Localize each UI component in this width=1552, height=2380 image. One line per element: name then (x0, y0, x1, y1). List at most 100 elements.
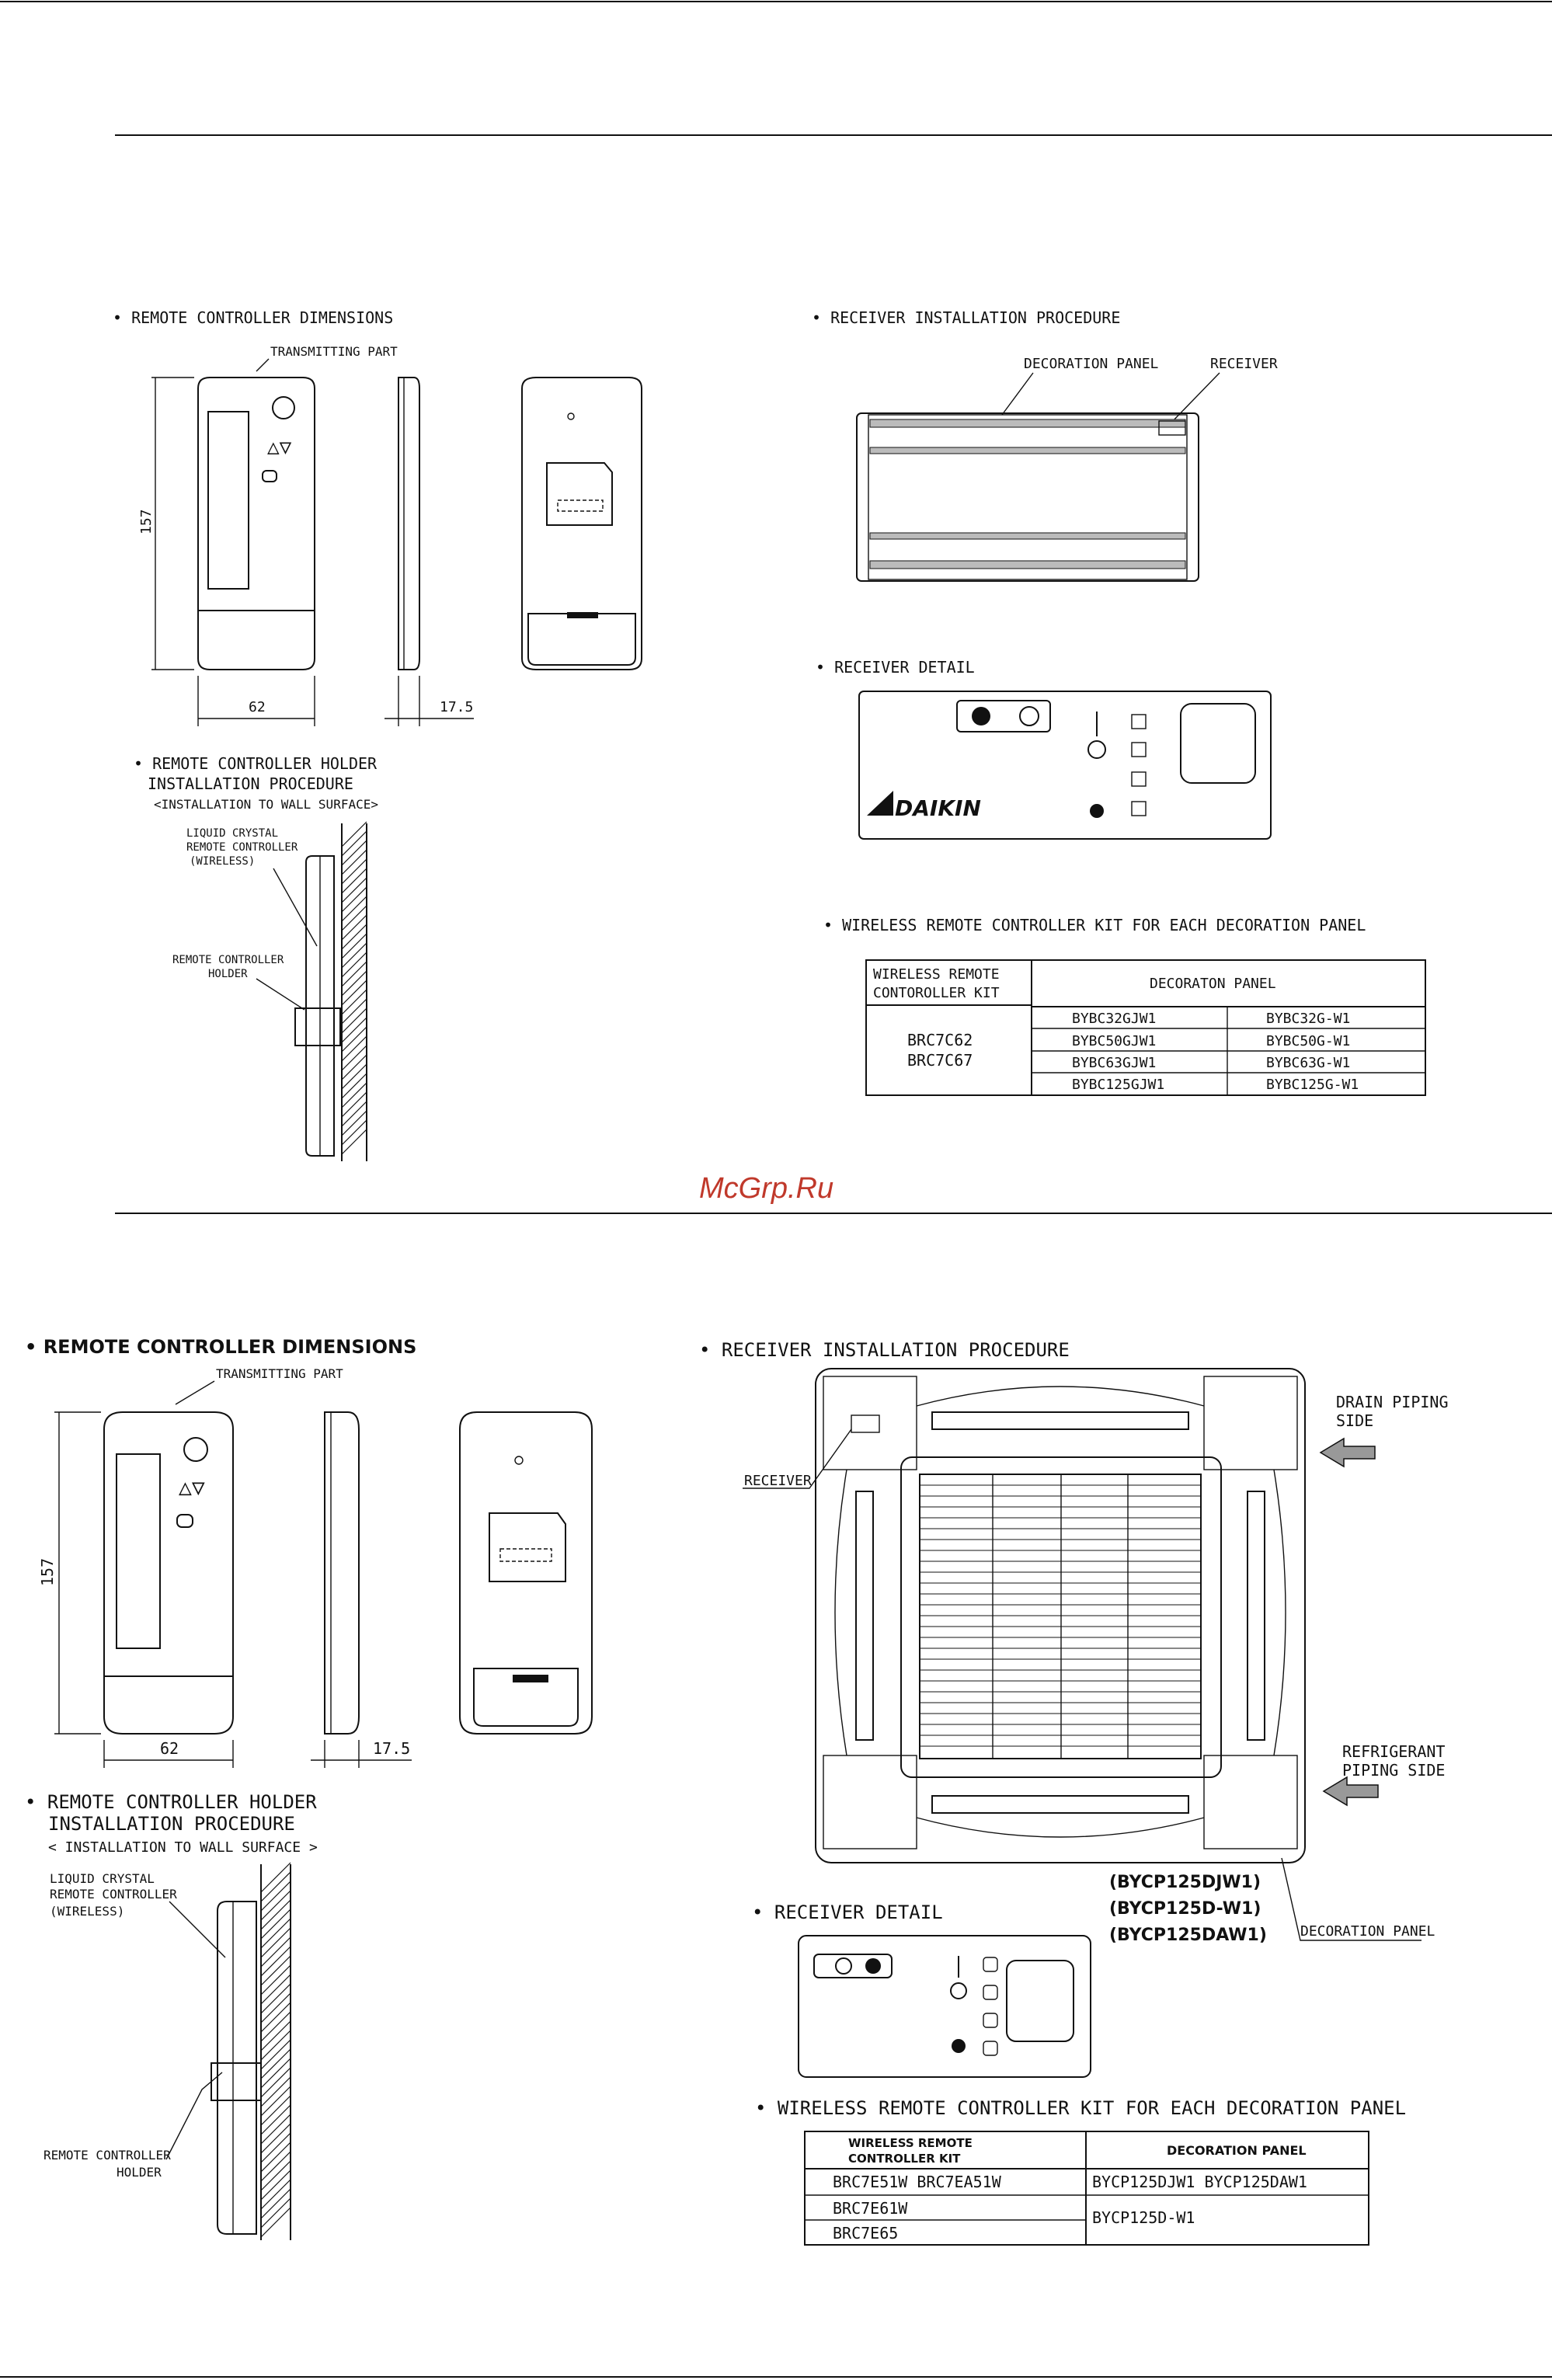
bottom-receiver-label: RECEIVER (744, 1473, 812, 1489)
top-decoration-panel-label: DECORATION PANEL (1024, 356, 1159, 372)
wall-hatch-line (260, 1992, 291, 2023)
timer-icon (1087, 740, 1106, 759)
bottom-dim-height: 157 (38, 1558, 57, 1586)
up-down-arrows-icon: △▽ (179, 1474, 205, 1500)
top-cassette-panel (856, 412, 1199, 582)
wall-hatch-line (260, 1964, 291, 1996)
watermark: McGrp.Ru (699, 1172, 833, 1205)
bottom-remote-dims-title: • REMOTE CONTROLLER DIMENSIONS (25, 1336, 416, 1358)
wall-hatch-line (341, 1045, 367, 1071)
wall-hatch-line (260, 2123, 291, 2154)
wall-hatch-line (260, 1890, 291, 1921)
wall-hatch-line (260, 2197, 291, 2229)
bottom-dim-depth: 17.5 (373, 1739, 410, 1758)
wall-hatch-line (341, 886, 367, 913)
top-kit-title: • WIRELESS REMOTE CONTROLLER KIT FOR EAC… (823, 916, 1366, 934)
wall-hatch-line (260, 2132, 291, 2163)
top-dim-depth: 17.5 (440, 699, 473, 715)
wall-hatch-line (341, 1054, 367, 1080)
top-dim-width: 62 (249, 699, 266, 715)
wall-hatch-line (260, 1909, 291, 1940)
wall-hatch-line (341, 979, 367, 1006)
wall-hatch-line (341, 989, 367, 1015)
bottom-dim-width: 62 (160, 1739, 179, 1758)
wall-hatch-line (341, 961, 367, 987)
wall-hatch-line (260, 1871, 291, 1902)
bottom-drain-label-2: SIDE (1336, 1411, 1373, 1430)
bottom-table-header-right: DECORATION PANEL (1167, 2143, 1307, 2158)
bottom-receiver-install-title: • RECEIVER INSTALLATION PROCEDURE (699, 1339, 1070, 1361)
top-remote-front: △▽ (197, 377, 315, 670)
wall-hatch-line (260, 1946, 291, 1977)
bottom-refrig-label-2: PIPING SIDE (1342, 1761, 1445, 1780)
wall-hatch-line (260, 1927, 291, 1958)
wall-hatch-line (260, 1983, 291, 2014)
top-table-kit-1: BRC7C62 (907, 1031, 973, 1049)
wall-hatch-line (260, 1936, 291, 1968)
wall-hatch-line (260, 2095, 291, 2126)
bottom-lcd-label-2: REMOTE CONTROLLER (50, 1887, 177, 1902)
top-kit-table (865, 959, 1426, 1096)
top-remote-dims-title: • REMOTE CONTROLLER DIMENSIONS (113, 308, 393, 327)
wall-hatch-line (341, 1063, 367, 1090)
top-receiver-detail-title: • RECEIVER DETAIL (816, 658, 975, 677)
wall-hatch-line (341, 877, 367, 903)
wall-hatch-line (260, 2076, 291, 2107)
wall-hatch-line (260, 2169, 291, 2201)
top-remote-side (398, 377, 420, 670)
wall-hatch-line (341, 821, 367, 847)
bottom-lcd-label-3: (WIRELESS) (50, 1904, 124, 1919)
wall-hatch-line (260, 2188, 291, 2219)
bottom-model-3: (BYCP125DAW1) (1109, 1926, 1267, 1945)
wall-hatch-line (341, 1082, 367, 1108)
bottom-refrig-label-1: REFRIGERANT (1342, 1742, 1445, 1761)
top-table-header-left-1: WIRELESS REMOTE (873, 966, 1000, 983)
bottom-model-1: (BYCP125DJW1) (1109, 1873, 1261, 1892)
wall-hatch-line (341, 840, 367, 866)
top-table-kit-2: BRC7C67 (907, 1051, 973, 1070)
bottom-holder-label-1: REMOTE CONTROLLER (43, 2148, 171, 2163)
wall-hatch-line (341, 1017, 367, 1043)
top-receiver-install-title: • RECEIVER INSTALLATION PROCEDURE (812, 308, 1120, 327)
wall-hatch-line (341, 1101, 367, 1127)
bottom-decoration-panel-label: DECORATION PANEL (1300, 1923, 1435, 1940)
wall-hatch-line (341, 1073, 367, 1099)
wall-hatch-line (260, 2039, 291, 2070)
top-holder-label-1: REMOTE CONTROLLER (172, 954, 284, 966)
bottom-kit-table (804, 2131, 1369, 2246)
bottom-holder-title-2: INSTALLATION PROCEDURE (48, 1813, 295, 1835)
top-lcd-label-3: (WIRELESS) (190, 855, 255, 868)
wall-hatch-line (260, 1918, 291, 1949)
bottom-table-cell: BRC7E51W BRC7EA51W (833, 2173, 1002, 2191)
bottom-receiver-detail-title: • RECEIVER DETAIL (752, 1902, 943, 1923)
top-lcd-label-2: REMOTE CONTROLLER (186, 841, 298, 854)
wall-hatch-line (341, 1007, 367, 1034)
top-table-cell: BYBC32GJW1 (1072, 1011, 1156, 1027)
top-table-cell: BYBC63G-W1 (1266, 1055, 1350, 1071)
refrigerant-arrow-icon (1322, 1776, 1379, 1807)
wall-hatch-line (260, 2151, 291, 2182)
bottom-remote-front: △▽ (103, 1411, 234, 1735)
fan-icon (183, 1437, 208, 1462)
wall-hatch-line (341, 914, 367, 941)
wall-hatch-line (341, 1119, 367, 1146)
plus-icon (835, 1957, 852, 1975)
wall-hatch-line (260, 2104, 291, 2135)
top-transmitting-part-label: TRANSMITTING PART (270, 344, 398, 359)
wall-hatch-line (260, 2002, 291, 2033)
wall-hatch-line (341, 942, 367, 969)
top-table-header-right: DECORATON PANEL (1150, 976, 1276, 992)
wall-hatch-line (260, 1974, 291, 2005)
bottom-cassette-panel (815, 1368, 1306, 1863)
wall-hatch-line (260, 2179, 291, 2210)
wall-hatch-line (260, 2142, 291, 2173)
drop-icon (952, 2039, 966, 2053)
bottom-transmitting-part-label: TRANSMITTING PART (216, 1366, 343, 1381)
bottom-wall-mount (211, 1862, 291, 2240)
wall-hatch-line (260, 2160, 291, 2191)
wall-hatch-line (260, 1899, 291, 1930)
top-receiver-label: RECEIVER (1210, 356, 1278, 372)
bottom-holder-title-1: • REMOTE CONTROLLER HOLDER (25, 1791, 317, 1813)
wall-hatch-line (260, 1955, 291, 1986)
